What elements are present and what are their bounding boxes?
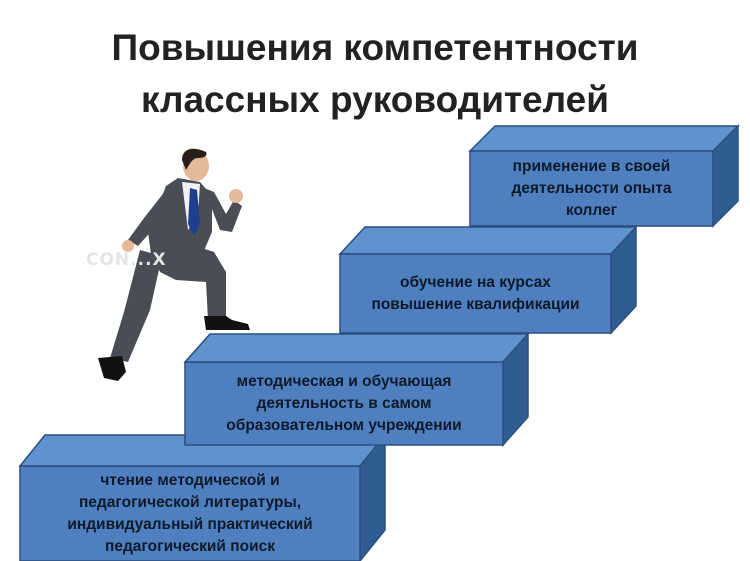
step-3-front bbox=[339, 253, 612, 334]
step-4-label: применение в своей деятельности опыта ко… bbox=[470, 151, 713, 226]
step-1-line: педагогической литературы, bbox=[78, 493, 302, 511]
hair bbox=[182, 148, 207, 170]
step-1-line: педагогический поиск bbox=[104, 537, 276, 555]
back-hand bbox=[122, 240, 134, 252]
watermark-text: CON...X bbox=[86, 250, 167, 270]
front-hand bbox=[229, 189, 243, 203]
front-leg bbox=[152, 246, 226, 320]
step-1-block bbox=[18, 432, 387, 561]
page-title: Повышения компетентности классных руково… bbox=[0, 22, 750, 126]
step-4-line: применение в своей bbox=[512, 157, 671, 175]
step-1-front bbox=[19, 465, 361, 561]
front-arm bbox=[204, 188, 242, 232]
businessman-climbing-icon bbox=[98, 148, 250, 381]
title-line-2: классных руководителей bbox=[141, 79, 609, 120]
back-shoe bbox=[98, 356, 126, 381]
step-4-line: деятельности опыта bbox=[511, 179, 672, 197]
step-3-line: повышение квалификации bbox=[371, 295, 580, 313]
step-1-line: индивидуальный практический bbox=[67, 515, 313, 533]
step-3-line: обучение на курсах bbox=[400, 273, 551, 291]
step-2-block bbox=[183, 332, 530, 447]
front-shoe bbox=[204, 316, 250, 330]
step-1-line: чтение методической и bbox=[100, 471, 280, 489]
tie bbox=[188, 188, 200, 236]
step-2-label: методическая и обучающая деятельность в … bbox=[185, 362, 503, 445]
title-line-1: Повышения компетентности bbox=[111, 27, 639, 68]
step-2-line: деятельность в самом bbox=[256, 394, 432, 412]
step-1-label: чтение методической и педагогической лит… bbox=[20, 466, 360, 561]
step-2-front bbox=[184, 361, 504, 446]
step-4-top bbox=[468, 125, 740, 152]
step-3-label: обучение на курсах повышение квалификаци… bbox=[340, 254, 611, 333]
step-2-top bbox=[183, 333, 530, 363]
step-4-line: коллег bbox=[565, 201, 618, 219]
step-3-block bbox=[338, 225, 638, 335]
step-2-line: образовательном учреждении bbox=[226, 416, 462, 434]
step-4-front bbox=[469, 150, 714, 227]
step-4-block bbox=[468, 124, 740, 228]
back-leg bbox=[110, 250, 162, 362]
step-3-top bbox=[338, 226, 638, 255]
step-2-line: методическая и обучающая bbox=[236, 372, 452, 390]
back-arm bbox=[128, 190, 176, 246]
